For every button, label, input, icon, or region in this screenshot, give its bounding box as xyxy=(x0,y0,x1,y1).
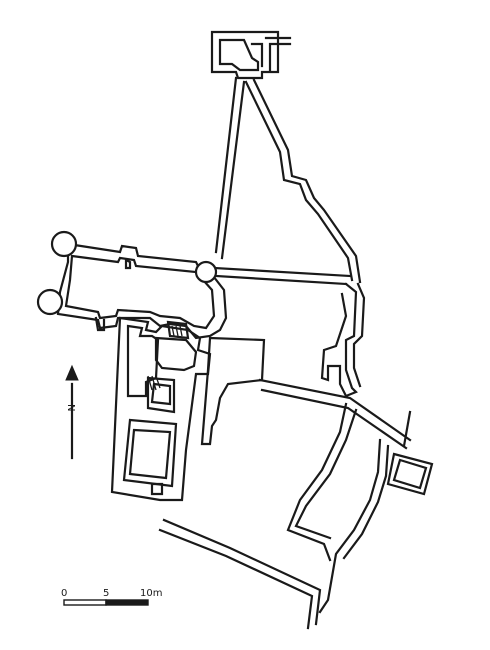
east-bastion xyxy=(320,282,366,398)
east-curtain-wall xyxy=(244,78,362,284)
east-annex xyxy=(200,336,266,446)
stairs xyxy=(166,320,190,340)
keep-building xyxy=(110,316,212,502)
west-curtain-wall xyxy=(214,76,246,260)
scale-label-10m: 10m xyxy=(140,588,162,599)
scale-label-5: 5 xyxy=(103,588,109,599)
east-small-structure xyxy=(386,452,434,496)
scale-label-0: 0 xyxy=(61,588,67,599)
north-label: N xyxy=(65,404,76,411)
scale-bar: 0 5 10m xyxy=(61,588,162,606)
chapel-nave xyxy=(36,230,228,340)
southeast-enclosure xyxy=(286,402,390,614)
outer-bailey-wall xyxy=(258,378,412,450)
south-outer-wall xyxy=(158,518,322,630)
cross-wall xyxy=(212,266,352,286)
north-tower-building xyxy=(210,30,292,80)
north-arrow: N xyxy=(65,364,79,460)
